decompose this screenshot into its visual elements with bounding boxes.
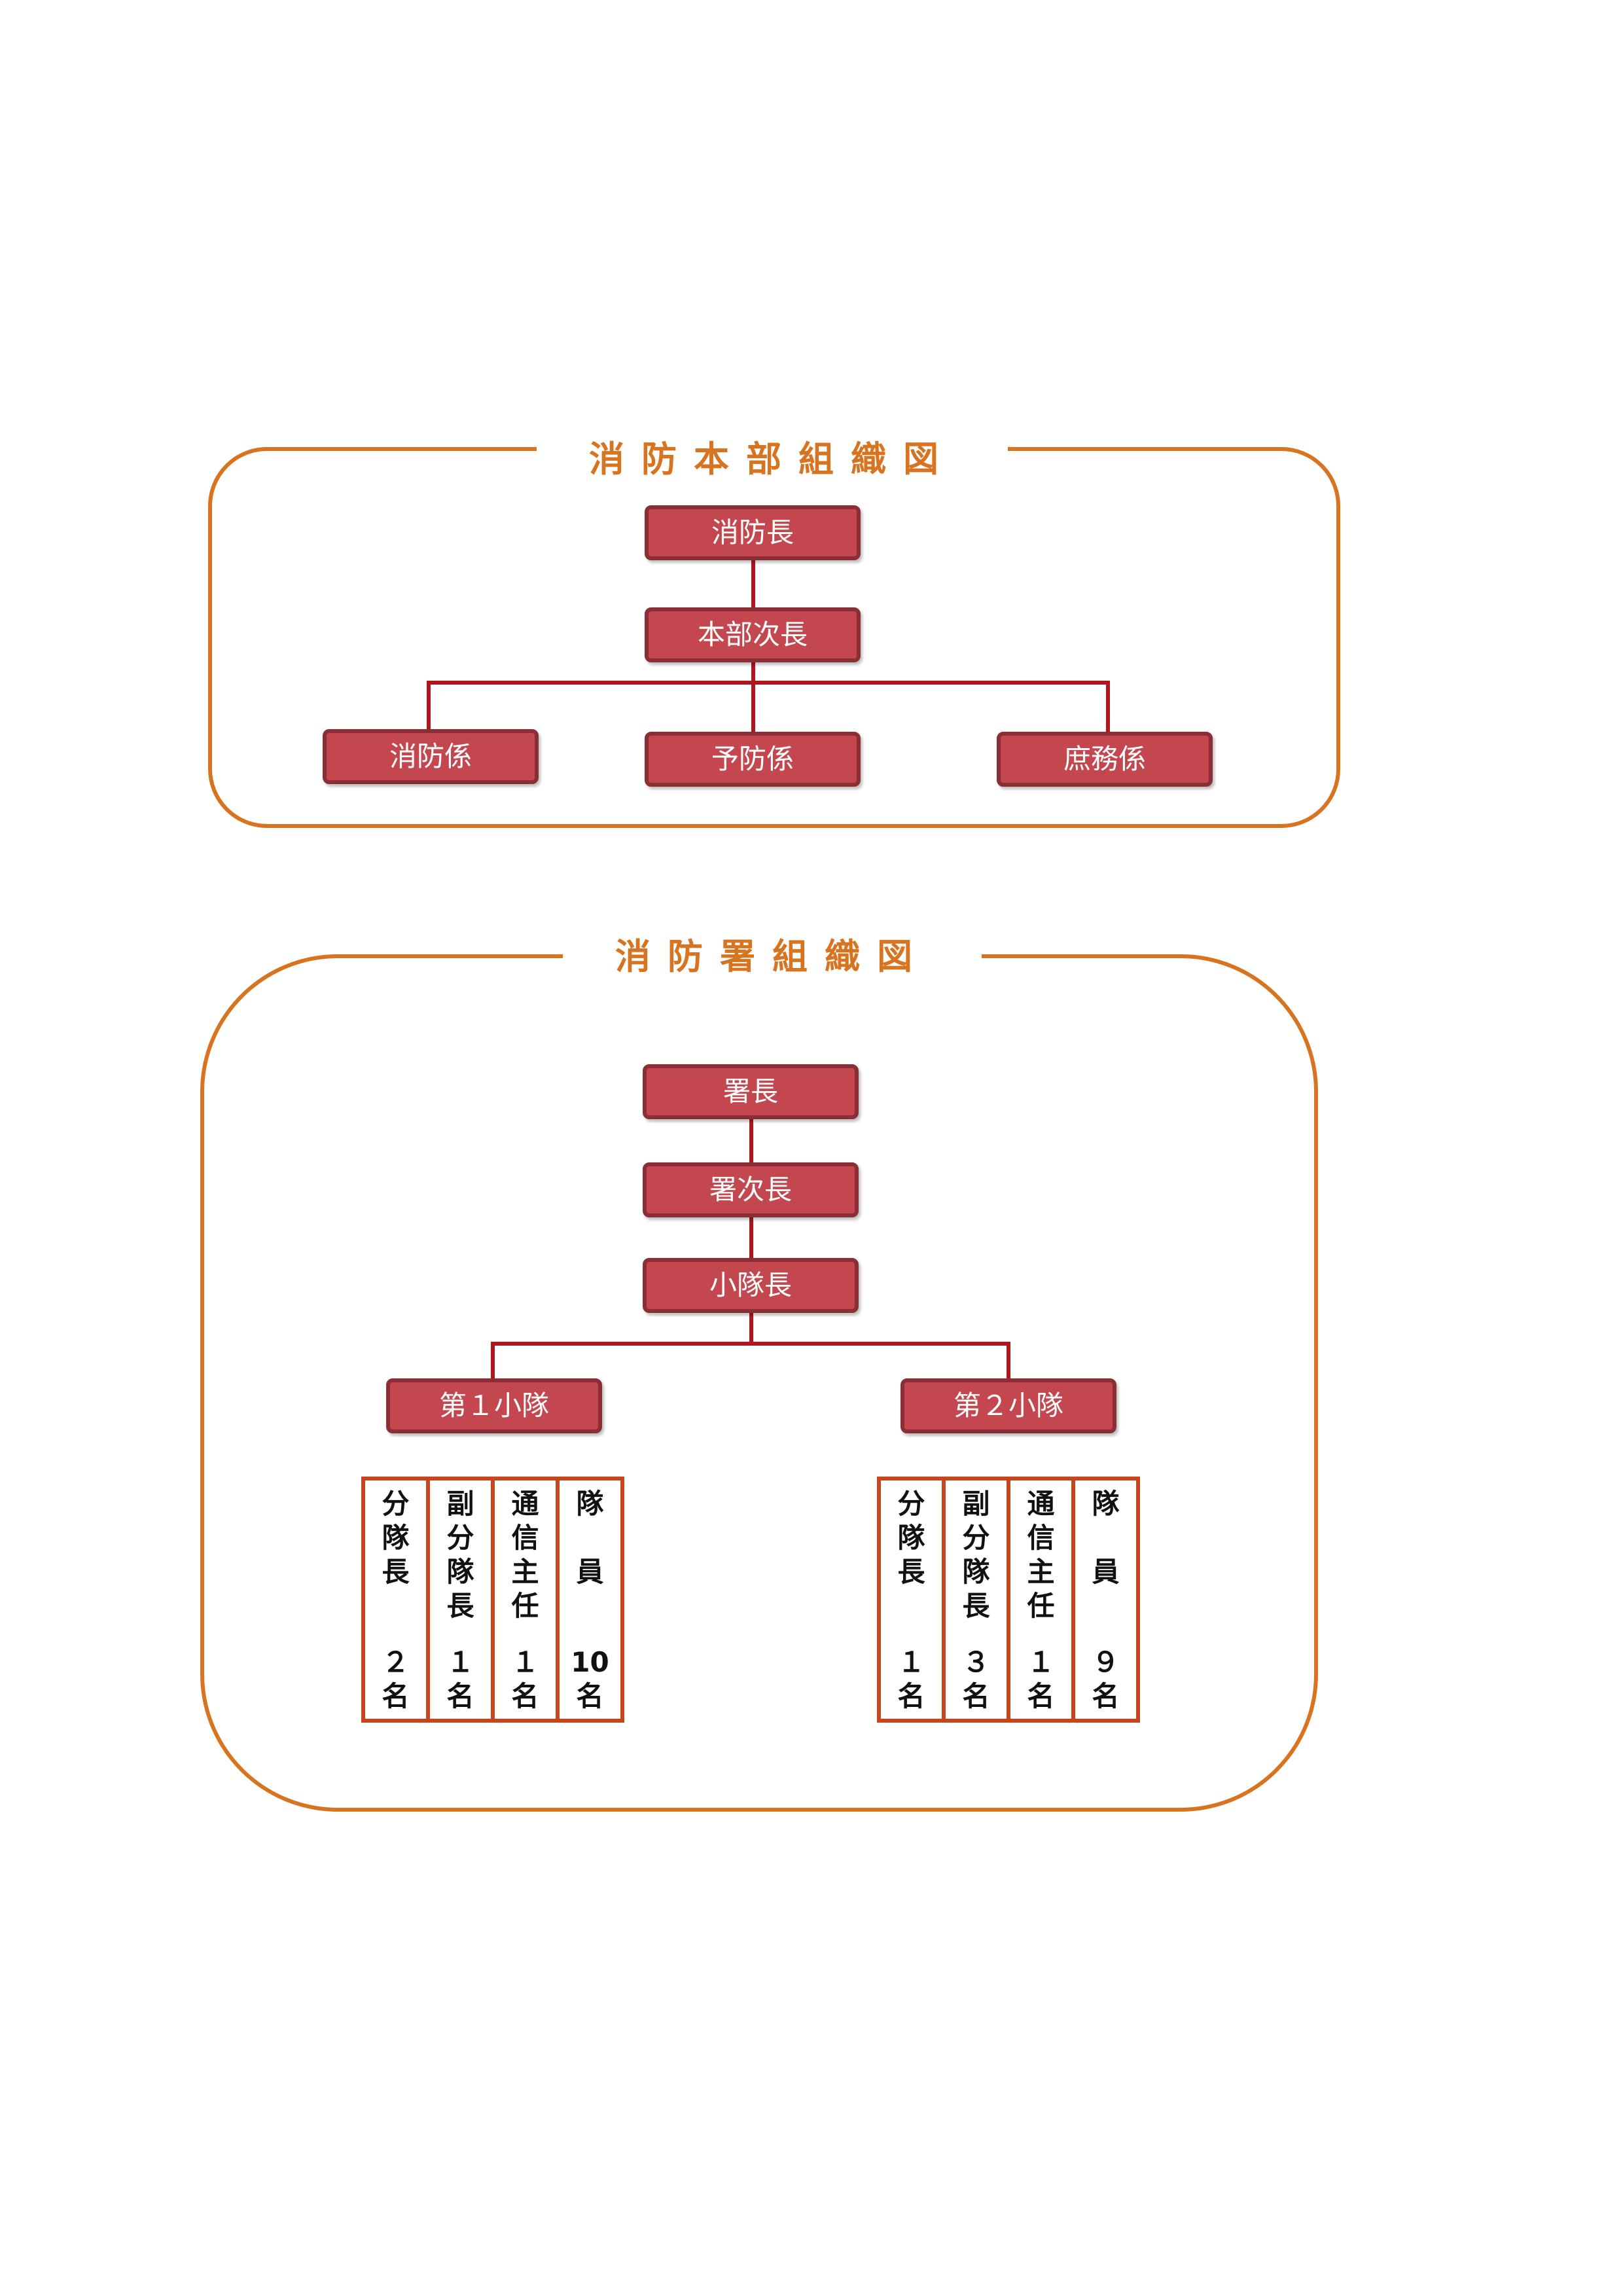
station-connector-drop-right bbox=[1007, 1342, 1010, 1378]
hq-connector-bus bbox=[427, 681, 1110, 685]
roster-role: 隊員 bbox=[576, 1488, 604, 1588]
roster-count: ９名 bbox=[1092, 1646, 1120, 1712]
roster-role: 通信主任 bbox=[511, 1488, 539, 1622]
roster-column: 分隊長 １名 bbox=[881, 1480, 946, 1719]
station-connector-chief-deputy bbox=[749, 1119, 753, 1162]
roster-count: １名 bbox=[1027, 1646, 1055, 1712]
roster-role: 副分隊長 bbox=[962, 1488, 990, 1622]
station-platoon-leader-node: 小隊長 bbox=[643, 1258, 859, 1313]
roster-role: 副分隊長 bbox=[446, 1488, 474, 1622]
hq-deputy-node: 本部次長 bbox=[645, 607, 861, 662]
roster-column: 通信主任 １名 bbox=[495, 1480, 560, 1719]
station-connector-drop-left bbox=[491, 1342, 495, 1378]
roster-column: 通信主任 １名 bbox=[1010, 1480, 1075, 1719]
roster-role: 隊員 bbox=[1092, 1488, 1120, 1588]
roster-count: １名 bbox=[897, 1646, 925, 1712]
roster-count: ３名 bbox=[962, 1646, 990, 1712]
roster-column: 隊員 10名 bbox=[560, 1480, 620, 1719]
roster-count: １名 bbox=[446, 1646, 474, 1712]
hq-connector-deputy-bus bbox=[751, 662, 755, 753]
roster-role: 通信主任 bbox=[1027, 1488, 1055, 1622]
hq-section-node: 庶務係 bbox=[997, 732, 1213, 787]
hq-connector-drop-right bbox=[1106, 681, 1110, 732]
roster-count: １名 bbox=[511, 1646, 539, 1712]
hq-chief-node: 消防長 bbox=[645, 505, 861, 560]
station-connector-bus bbox=[491, 1342, 1010, 1346]
platoon-1-roster: 分隊長 ２名 副分隊長 １名 通信主任 １名 隊員 10名 bbox=[361, 1477, 624, 1723]
hq-connector-drop-left bbox=[427, 681, 431, 729]
station-deputy-node: 署次長 bbox=[643, 1162, 859, 1217]
platoon-2-node: 第２小隊 bbox=[901, 1378, 1116, 1433]
roster-column: 隊員 ９名 bbox=[1075, 1480, 1136, 1719]
hq-title: 消防本部組織図 bbox=[537, 433, 1008, 486]
hq-section-node: 予防係 bbox=[645, 732, 861, 787]
roster-column: 副分隊長 ３名 bbox=[946, 1480, 1010, 1719]
station-connector-deputy-leader bbox=[749, 1217, 753, 1258]
roster-column: 副分隊長 １名 bbox=[430, 1480, 495, 1719]
roster-role: 分隊長 bbox=[897, 1488, 925, 1588]
station-title: 消防署組織図 bbox=[563, 931, 982, 983]
hq-connector-chief-deputy bbox=[751, 560, 755, 607]
platoon-2-roster: 分隊長 １名 副分隊長 ３名 通信主任 １名 隊員 ９名 bbox=[877, 1477, 1140, 1723]
roster-column: 分隊長 ２名 bbox=[365, 1480, 430, 1719]
platoon-1-node: 第１小隊 bbox=[386, 1378, 602, 1433]
station-connector-leader-bus bbox=[749, 1313, 753, 1346]
roster-count: 10名 bbox=[571, 1646, 609, 1712]
station-chief-node: 署長 bbox=[643, 1064, 859, 1119]
roster-count: ２名 bbox=[382, 1646, 410, 1712]
hq-section-node: 消防係 bbox=[323, 729, 539, 784]
roster-role: 分隊長 bbox=[382, 1488, 410, 1588]
